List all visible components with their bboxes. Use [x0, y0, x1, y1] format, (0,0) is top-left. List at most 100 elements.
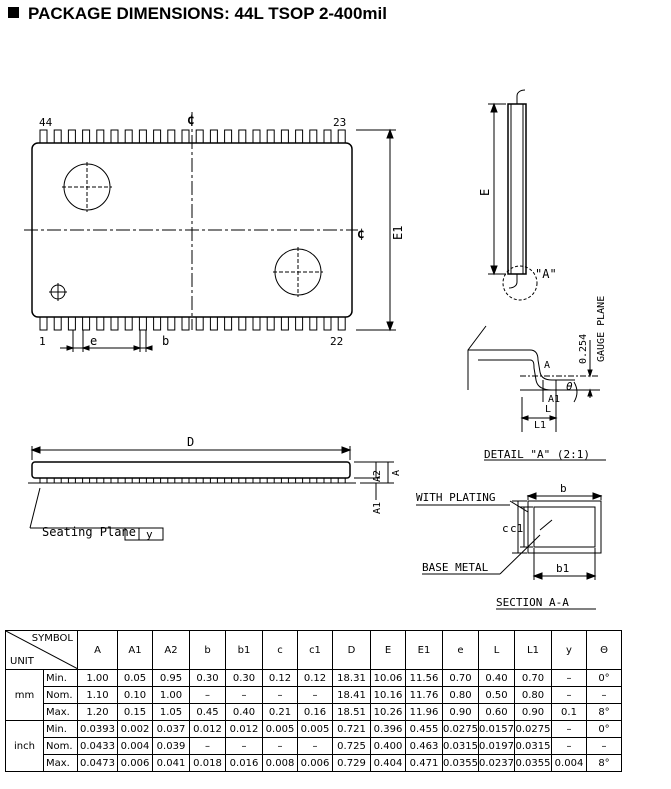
- pin-23-label: 23: [333, 116, 346, 129]
- symbol-col-header: Θ: [586, 630, 622, 670]
- dim-y-label: y: [146, 528, 153, 541]
- value-cell: 0.0275: [442, 720, 479, 738]
- unit-header: UNIT: [10, 656, 34, 667]
- pin: [167, 129, 176, 144]
- value-cell: –: [551, 720, 587, 738]
- row-label: Nom.: [43, 686, 78, 704]
- symbol-col-header: e: [442, 630, 479, 670]
- value-cell: 0.012: [225, 720, 263, 738]
- diagonal-divider: [6, 631, 77, 669]
- detail-A-label: A: [544, 360, 550, 371]
- dim-A1-label: A1: [372, 502, 383, 514]
- centerline-mark-top: ¢: [187, 113, 195, 128]
- pin: [39, 316, 48, 331]
- value-cell: 0.0473: [77, 754, 118, 772]
- value-cell: 1.20: [77, 703, 118, 721]
- symbol-col-header: A1: [117, 630, 153, 670]
- value-cell: 0.80: [442, 686, 479, 704]
- gauge-dim-label: 0.254: [578, 334, 589, 364]
- section-title: SECTION A-A: [496, 596, 569, 609]
- value-cell: 0.0315: [442, 737, 479, 755]
- value-cell: 0.0275: [514, 720, 552, 738]
- value-cell: 11.96: [405, 703, 443, 721]
- package-body-front-view: [31, 461, 351, 479]
- symbol-col-header: y: [551, 630, 587, 670]
- pin: [53, 316, 62, 331]
- value-cell: 0.396: [370, 720, 406, 738]
- value-cell: 8°: [586, 754, 622, 772]
- section-b-label: b: [560, 482, 567, 495]
- value-cell: 0°: [586, 720, 622, 738]
- gauge-plane-label: GAUGE PLANE: [596, 296, 607, 362]
- symbol-col-header: c1: [297, 630, 333, 670]
- pin: [124, 129, 133, 144]
- detail-a-callout: [502, 265, 538, 301]
- value-cell: 0.30: [189, 669, 226, 687]
- row-label: Max.: [43, 754, 78, 772]
- top-pin-row: [39, 129, 346, 144]
- pin: [110, 316, 119, 331]
- pin: [96, 316, 105, 331]
- pin: [252, 129, 261, 144]
- pin: [153, 316, 162, 331]
- pin: [224, 129, 233, 144]
- dim-E-label: E: [478, 189, 492, 196]
- pin: [280, 129, 289, 144]
- base-metal-label: BASE METAL: [422, 561, 489, 574]
- pin: [96, 129, 105, 144]
- value-cell: 0.80: [514, 686, 552, 704]
- value-cell: 1.05: [152, 703, 190, 721]
- value-cell: 0.12: [297, 669, 333, 687]
- detail-a-ref: "A": [535, 267, 557, 281]
- dim-A-label: A: [391, 470, 402, 476]
- lead-section-base: [533, 506, 596, 548]
- symbol-col-header: b1: [225, 630, 263, 670]
- value-cell: 0.455: [405, 720, 443, 738]
- value-cell: 0.0157: [478, 720, 515, 738]
- pin: [337, 129, 346, 144]
- value-cell: 0.0433: [77, 737, 118, 755]
- detail-title: DETAIL "A" (2:1): [484, 448, 590, 461]
- dim-e-label: e: [90, 334, 97, 348]
- symbol-col-header: E1: [405, 630, 443, 670]
- value-cell: 0.004: [117, 737, 153, 755]
- value-cell: 0.0197: [478, 737, 515, 755]
- value-cell: 0.039: [152, 737, 190, 755]
- value-cell: 10.16: [370, 686, 406, 704]
- value-cell: 0.0355: [442, 754, 479, 772]
- detail-theta-label: θ: [566, 380, 573, 393]
- pin: [153, 129, 162, 144]
- bottom-pin-row: [39, 316, 346, 331]
- pin: [67, 316, 76, 331]
- value-cell: 0.40: [478, 669, 515, 687]
- value-cell: 0.0237: [478, 754, 515, 772]
- pin: [181, 129, 190, 144]
- value-cell: –: [225, 737, 263, 755]
- value-cell: 0°: [586, 669, 622, 687]
- value-cell: 0.004: [551, 754, 587, 772]
- pin: [309, 129, 318, 144]
- value-cell: 0.0355: [514, 754, 552, 772]
- pin: [53, 129, 62, 144]
- value-cell: 0.008: [262, 754, 298, 772]
- pin: [323, 129, 332, 144]
- pin: [295, 316, 304, 331]
- value-cell: 0.16: [297, 703, 333, 721]
- pin: [266, 129, 275, 144]
- value-cell: 0.725: [332, 737, 371, 755]
- value-cell: 0.40: [225, 703, 263, 721]
- table-corner-cell: SYMBOL UNIT: [5, 630, 78, 670]
- value-cell: 1.00: [152, 686, 190, 704]
- pin: [82, 129, 91, 144]
- value-cell: –: [189, 686, 226, 704]
- value-cell: 18.51: [332, 703, 371, 721]
- symbol-col-header: c: [262, 630, 298, 670]
- pin-1-label: 1: [39, 335, 46, 348]
- detail-L-label: L: [545, 404, 551, 415]
- pin: [124, 316, 133, 331]
- value-cell: 11.76: [405, 686, 443, 704]
